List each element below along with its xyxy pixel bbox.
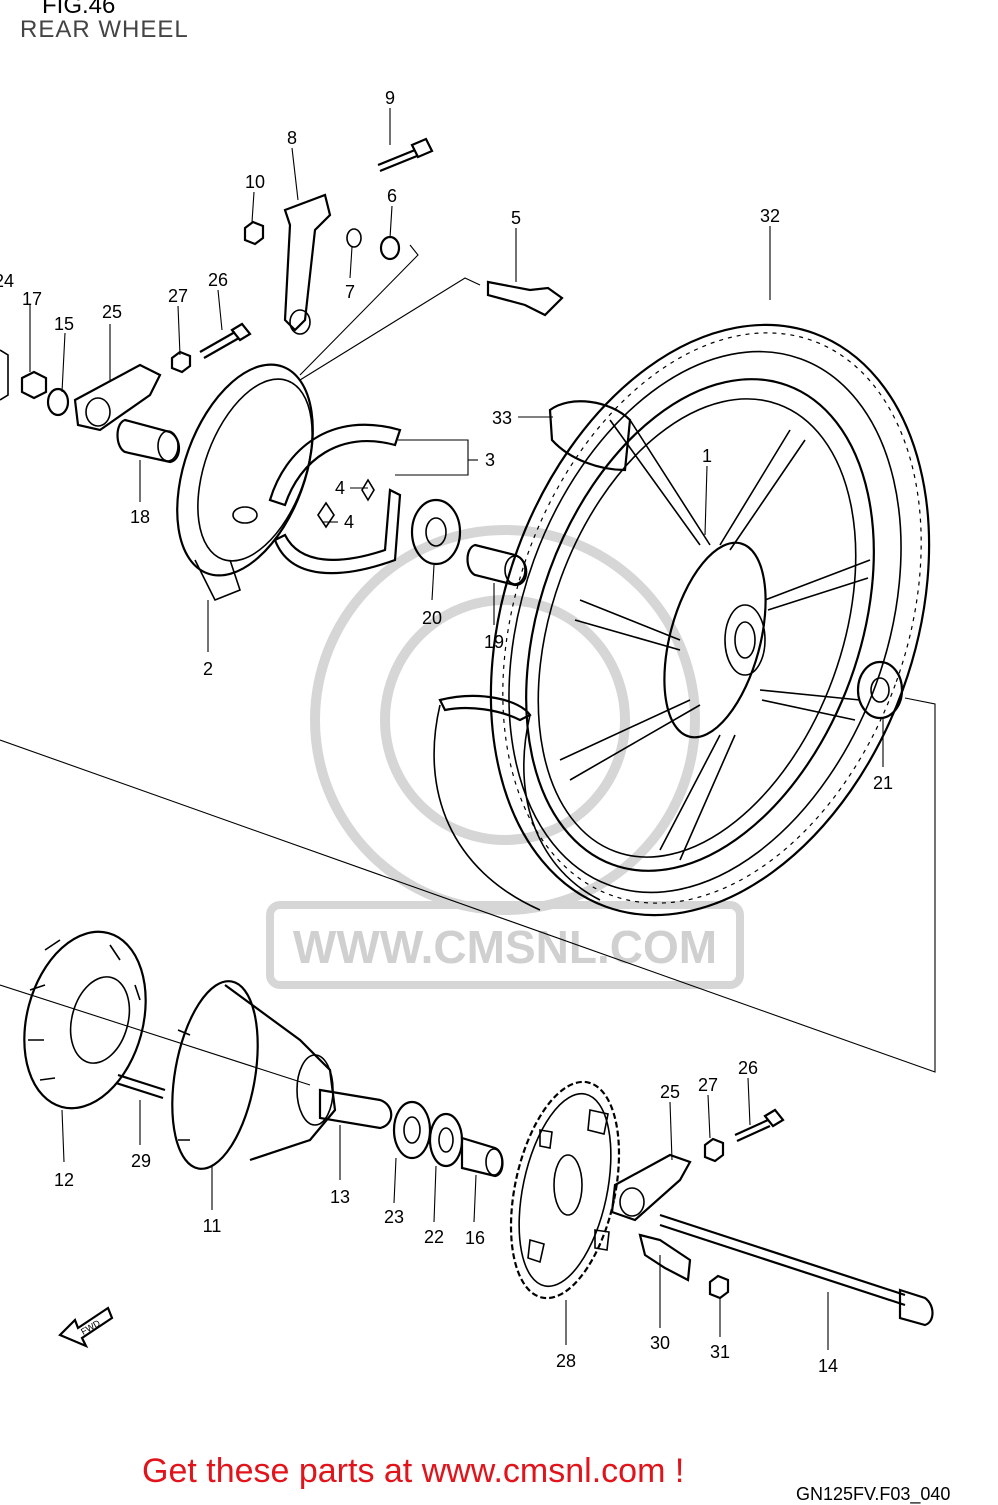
- rear-wheel-assembly: [433, 323, 931, 917]
- part-label: 17: [22, 289, 42, 309]
- part-label: 22: [424, 1227, 444, 1247]
- part-label: 10: [245, 172, 265, 192]
- part-label: 26: [208, 270, 228, 290]
- axle-spacers: [318, 1088, 504, 1178]
- part-label: 7: [345, 282, 355, 302]
- rear-hub: [171, 980, 337, 1170]
- part-label: 12: [54, 1170, 74, 1190]
- part-label: 2: [203, 659, 213, 679]
- part-label: 26: [738, 1058, 758, 1078]
- leader-lines: [29, 108, 884, 1350]
- part-label: 6: [387, 186, 397, 206]
- watermark-logo: WWW.CMSNL.COM: [266, 525, 744, 989]
- fwd-arrow-icon: FWD: [58, 1306, 114, 1349]
- part-label: 18: [130, 507, 150, 527]
- brake-shoes: [268, 423, 402, 575]
- figure-title: FIG.46: [42, 0, 116, 19]
- part-label: 30: [650, 1333, 670, 1353]
- bearings-spacers: [116, 418, 904, 720]
- part-label: 27: [168, 286, 188, 306]
- part-label: 33: [492, 408, 512, 428]
- part-labels: 9 8 10 6 7 5 32 24 17 15 25 27 26 33 3 4…: [0, 88, 893, 1376]
- watermark-text: WWW.CMSNL.COM: [293, 921, 717, 973]
- assembly-lines: [0, 244, 936, 1086]
- cam-lever-parts: [243, 137, 564, 335]
- part-label: 11: [203, 1216, 222, 1236]
- part-label: 13: [330, 1187, 350, 1207]
- damper-parts: [23, 930, 166, 1110]
- part-label: 5: [511, 208, 521, 228]
- part-label: 21: [873, 773, 893, 793]
- part-label: 14: [818, 1356, 838, 1376]
- part-label: 19: [484, 632, 504, 652]
- part-label: 32: [760, 206, 780, 226]
- part-label: 20: [422, 608, 442, 628]
- part-label: 25: [660, 1082, 680, 1102]
- part-label: 9: [385, 88, 395, 108]
- fwd-label: FWD: [79, 1318, 102, 1337]
- part-label: 24: [0, 271, 14, 291]
- upper-adjuster-parts: [0, 322, 252, 432]
- part-label: 23: [384, 1207, 404, 1227]
- figure-subtitle: REAR WHEEL: [20, 16, 189, 43]
- part-label: 4: [344, 512, 354, 532]
- lower-adjuster-parts: [610, 1108, 934, 1327]
- part-label: 3: [485, 450, 495, 470]
- brake-panel: [176, 363, 314, 602]
- part-label: 15: [54, 314, 74, 334]
- part-label: 31: [710, 1342, 730, 1362]
- part-label: 1: [702, 446, 712, 466]
- part-label: 8: [287, 128, 297, 148]
- part-label: 27: [698, 1075, 718, 1095]
- part-label: 28: [556, 1351, 576, 1371]
- part-label: 4: [335, 478, 345, 498]
- part-label: 25: [102, 302, 122, 322]
- part-label: 29: [131, 1151, 151, 1171]
- part-label: 16: [465, 1228, 485, 1248]
- get-parts-link[interactable]: Get these parts at www.cmsnl.com !: [142, 1452, 685, 1490]
- diagram-code: GN125FV.F03_040: [796, 1484, 951, 1504]
